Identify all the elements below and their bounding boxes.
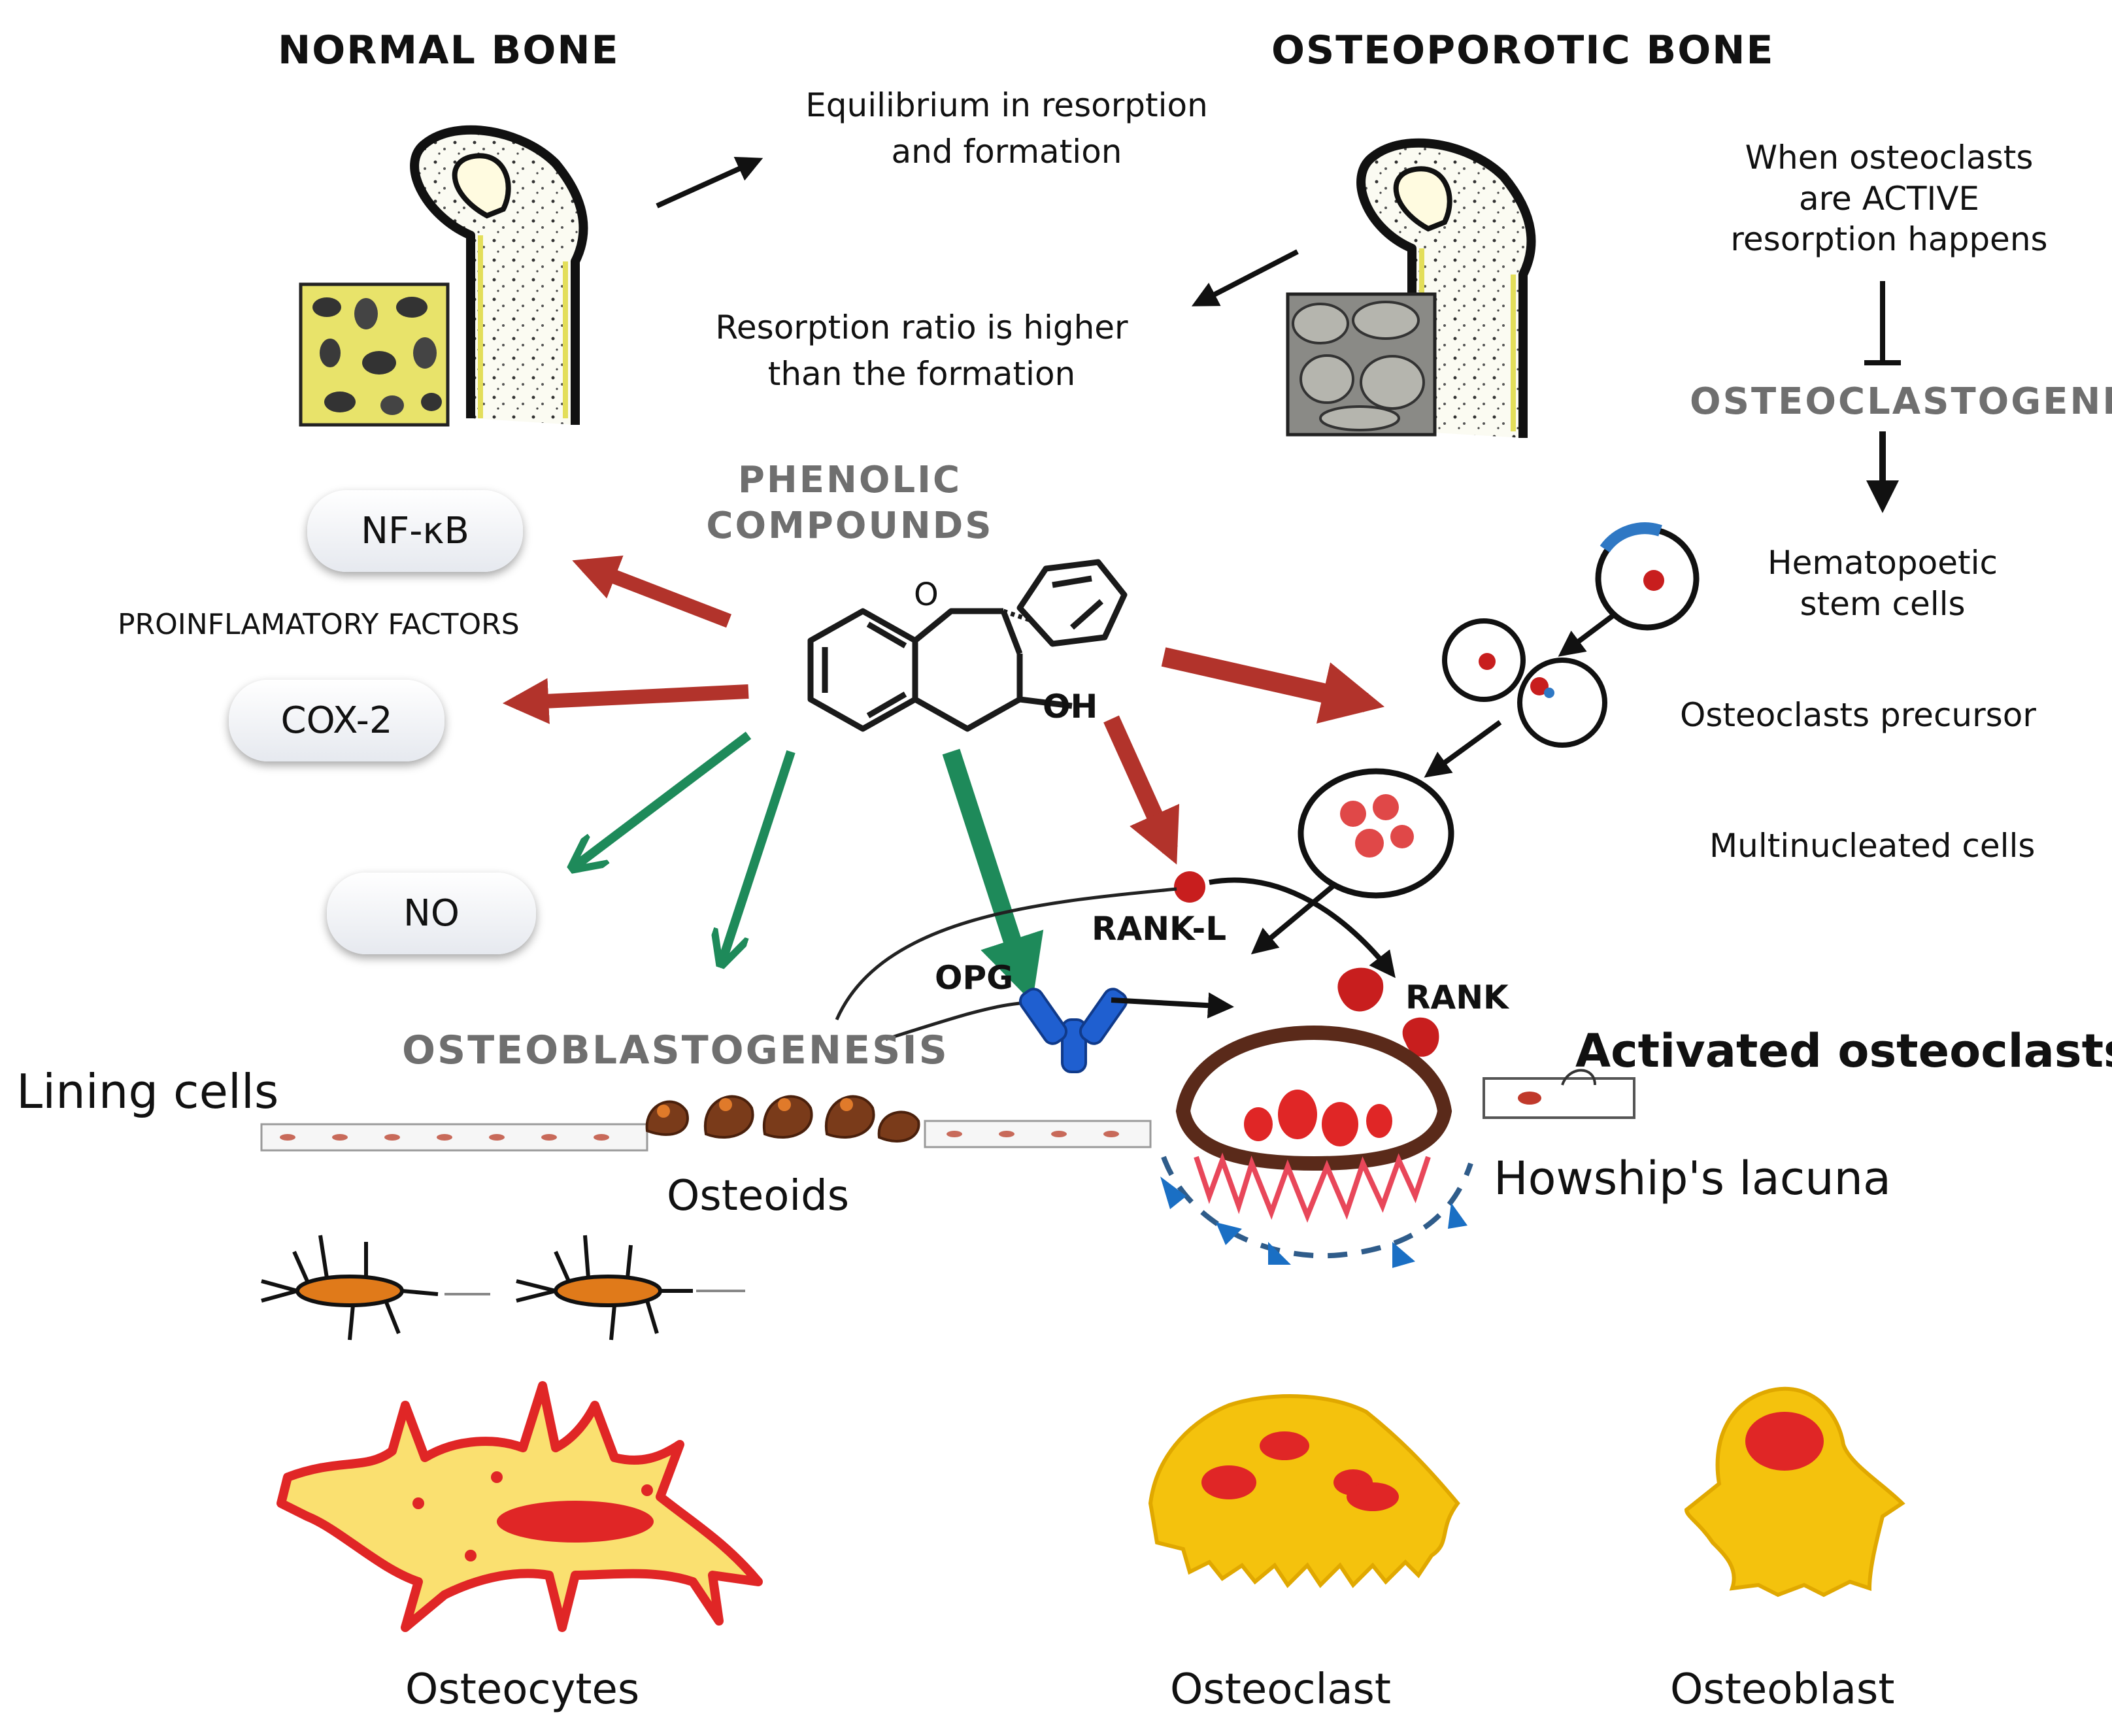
cox2-factor: COX-2 bbox=[229, 680, 444, 761]
hsc-label: Hematopoetic stem cells bbox=[1713, 542, 2053, 624]
stereo-bond bbox=[1002, 609, 1034, 624]
arrow-to-osteoclast-lineage bbox=[1161, 647, 1385, 724]
multinucleated-to-osteoclast-arrow bbox=[1250, 883, 1335, 955]
molecule-oxygen: O bbox=[914, 576, 939, 613]
resorption-note: Resorption ratio is higher than the form… bbox=[693, 307, 1150, 394]
equilibrium-line-2: and formation bbox=[891, 132, 1122, 171]
equilibrium-line-1: Equilibrium in resorption bbox=[805, 86, 1208, 124]
no-factor: NO bbox=[327, 873, 536, 954]
precursor-cells bbox=[1442, 618, 1607, 748]
lining-cells-label: Lining cells bbox=[16, 1064, 279, 1119]
resorption-line-2: than the formation bbox=[767, 354, 1076, 393]
osteoblastogenesis-stalk bbox=[885, 1001, 1020, 1041]
catechin-molecule bbox=[807, 559, 1128, 732]
molecule-hydroxyl: OH bbox=[1043, 688, 1098, 726]
howships-lacuna bbox=[1160, 1156, 1473, 1268]
precursor-to-multinucleated-arrow bbox=[1424, 720, 1502, 778]
multinucleated-cell bbox=[1298, 768, 1454, 899]
osteoporotic-trabecular-inset bbox=[1286, 292, 1437, 437]
hsc-line-2: stem cells bbox=[1800, 584, 1966, 623]
osteoblastogenesis-label: OSTEOBLASTOGENESIS bbox=[402, 1027, 949, 1073]
osteocyte-illustration bbox=[277, 1381, 763, 1632]
active-line-1: When osteoclasts bbox=[1745, 139, 2034, 176]
osteocytes-label: Osteocytes bbox=[405, 1665, 640, 1714]
active-osteoclast-note: When osteoclasts are ACTIVE resorption h… bbox=[1686, 137, 2092, 260]
hsc-to-precursor-arrow bbox=[1558, 612, 1617, 657]
osteoclast-illustration bbox=[1148, 1394, 1460, 1588]
rank-receptors bbox=[1337, 967, 1439, 1057]
arrow-to-cox2 bbox=[502, 678, 749, 724]
resorption-arrow bbox=[1191, 249, 1299, 307]
normal-trabecular-inset bbox=[299, 282, 450, 427]
equilibrium-arrow bbox=[656, 156, 763, 209]
osteoporotic-bone-heading: OSTEOPOROTIC BONE bbox=[1271, 27, 1775, 73]
resorption-line-1: Resorption ratio is higher bbox=[715, 309, 1128, 346]
rank-label: RANK bbox=[1405, 978, 1509, 1016]
rankl-stalk bbox=[835, 887, 1177, 1021]
osteoclast-label: Osteoclast bbox=[1170, 1665, 1391, 1714]
rankl-label: RANK-L bbox=[1092, 910, 1227, 948]
phenolic-compounds-label: PHENOLIC COMPOUNDS bbox=[693, 458, 1007, 549]
activated-osteoclasts-label: Activated osteoclasts bbox=[1575, 1024, 2112, 1078]
arrow-to-rankl bbox=[1103, 715, 1180, 865]
normal-bone-heading: NORMAL BONE bbox=[278, 27, 620, 73]
activated-osteoclast bbox=[1175, 1025, 1452, 1223]
osteoclastogenesis-label: OSTEOCLASTOGENESIS bbox=[1690, 380, 2112, 423]
phenolic-line-2: COMPOUNDS bbox=[706, 505, 994, 547]
osteoids-label: Osteoids bbox=[667, 1172, 850, 1220]
rankl-to-rank-arrow bbox=[1209, 877, 1396, 978]
arrow-to-no bbox=[575, 731, 752, 866]
osteoblast-illustration bbox=[1684, 1386, 1905, 1597]
phenolic-line-1: PHENOLIC bbox=[737, 459, 962, 501]
hematopoietic-stem-cell bbox=[1595, 522, 1700, 631]
active-line-2: are ACTIVE bbox=[1798, 179, 1980, 218]
opg-label: OPG bbox=[935, 959, 1014, 997]
lining-cells-layer bbox=[260, 1120, 1152, 1152]
opg-to-osteoclast-arrow bbox=[1111, 992, 1234, 1019]
active-line-3: resorption happens bbox=[1730, 220, 2048, 258]
proinflammatory-factors-label: PROINFLAMATORY FACTORS bbox=[118, 608, 520, 641]
arrow-to-nfkb bbox=[572, 555, 731, 628]
bone-osteocyte-1 bbox=[261, 1235, 439, 1341]
hsc-line-1: Hematopoetic bbox=[1768, 544, 1998, 582]
osteoid-cells bbox=[645, 1095, 920, 1143]
osteoblast-label: Osteoblast bbox=[1670, 1665, 1895, 1714]
small-osteoclast bbox=[1483, 1069, 1635, 1119]
arrow-to-opg bbox=[942, 748, 1044, 1003]
multinucleated-label: Multinucleated cells bbox=[1709, 827, 2036, 865]
bone-osteocyte-2 bbox=[516, 1235, 693, 1341]
arrow-to-osteoblastogenesis bbox=[722, 750, 796, 961]
equilibrium-note: Equilibrium in resorption and formation bbox=[778, 85, 1235, 172]
howships-lacuna-label: Howship's lacuna bbox=[1494, 1152, 1891, 1205]
nfkb-factor: NF-κB bbox=[307, 490, 523, 572]
osteoporotic-bone-illustration bbox=[1356, 138, 1536, 438]
precursor-label: Osteoclasts precursor bbox=[1680, 696, 2036, 734]
normal-bone-illustration bbox=[410, 125, 588, 425]
rankl-dot bbox=[1174, 871, 1205, 903]
